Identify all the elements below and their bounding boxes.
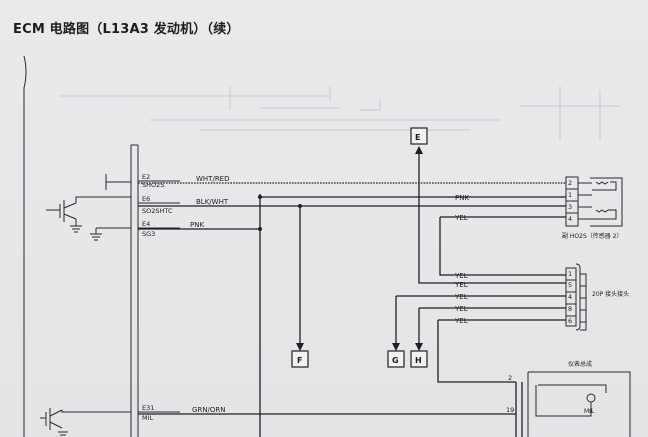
wire-label-yel-2: YEL <box>454 281 468 289</box>
connector-pin-6: 6 <box>568 317 572 325</box>
sensor-pin-3: 3 <box>568 203 572 211</box>
page-title: ECM 电路图（L13A3 发动机）（续） <box>13 22 240 37</box>
ref-box-g: G <box>387 350 405 368</box>
ecm-unit <box>23 55 139 437</box>
wire-label-grn-orn: GRN/ORN <box>192 406 226 414</box>
ecm-terminal-labels: E2 SHO2S E6 SO2SHTC E4 SG3 E31 MIL <box>142 173 173 422</box>
mil-lamp-label: MIL <box>584 408 595 415</box>
ref-box-f: F <box>291 350 309 368</box>
instrument-pin-19: 19 <box>506 406 514 414</box>
svg-text:F: F <box>297 356 302 365</box>
ref-box-h: H <box>410 350 428 368</box>
ecm-signal-sho2s: SHO2S <box>142 181 164 189</box>
wire-label-yel-3: YEL <box>454 293 468 301</box>
background-bleed <box>60 86 620 140</box>
wire-label-pnk: PNK <box>190 221 204 229</box>
wire-label-yel-4: YEL <box>454 305 468 313</box>
ecm-pin-e31: E31 <box>142 404 154 412</box>
instrument-label: 仪表总成 <box>568 360 592 368</box>
connector-pin-4: 4 <box>568 293 572 301</box>
connector-20p: 1 5 4 8 6 20P 接头接头 <box>565 263 629 331</box>
ho2s-sensor: 2 1 3 4 副 HO2S（传感器 2） <box>562 176 623 240</box>
connector-pin-8: 8 <box>568 305 572 313</box>
wire-label-yel-sensor: YEL <box>454 214 468 222</box>
wire-label-yel-1: YEL <box>454 272 468 280</box>
ecm-terminal-dividers <box>138 180 180 413</box>
svg-text:E: E <box>415 133 420 142</box>
svg-text:H: H <box>415 356 422 365</box>
ecm-signal-so2shtc: SO2SHTC <box>142 207 173 215</box>
connector-20p-label: 20P 接头接头 <box>592 290 629 298</box>
ecm-internal-circuits <box>40 174 131 436</box>
connector-pin-1: 1 <box>568 270 572 278</box>
sensor-pin-1: 1 <box>568 191 572 199</box>
ecm-signal-sg3: SG3 <box>142 230 155 238</box>
ecm-pin-e2: E2 <box>142 173 150 181</box>
sensor-pin-4: 4 <box>568 215 572 223</box>
wire-label-yel-5: YEL <box>454 317 468 325</box>
ecm-signal-mil: MIL <box>142 414 154 422</box>
wire-label-wht-red: WHT/RED <box>196 175 230 183</box>
wire-label-pnk-sensor: PNK <box>455 194 469 202</box>
wire-labels: WHT/RED BLK/WHT PNK GRN/ORN PNK YEL YEL … <box>190 175 469 414</box>
ref-box-e: E <box>410 127 428 145</box>
wire-harness <box>138 146 566 437</box>
instrument-pin-2: 2 <box>508 374 512 382</box>
instrument-cluster: 仪表总成 2 19 MIL <box>506 360 631 437</box>
ecm-pin-e6: E6 <box>142 195 150 203</box>
wire-label-blk-wht: BLK/WHT <box>196 198 229 206</box>
connector-pin-5: 5 <box>568 281 572 289</box>
ecm-pin-e4: E4 <box>142 220 150 228</box>
sensor-label: 副 HO2S（传感器 2） <box>562 232 623 240</box>
sensor-pin-2: 2 <box>568 179 572 187</box>
svg-text:G: G <box>392 356 399 365</box>
